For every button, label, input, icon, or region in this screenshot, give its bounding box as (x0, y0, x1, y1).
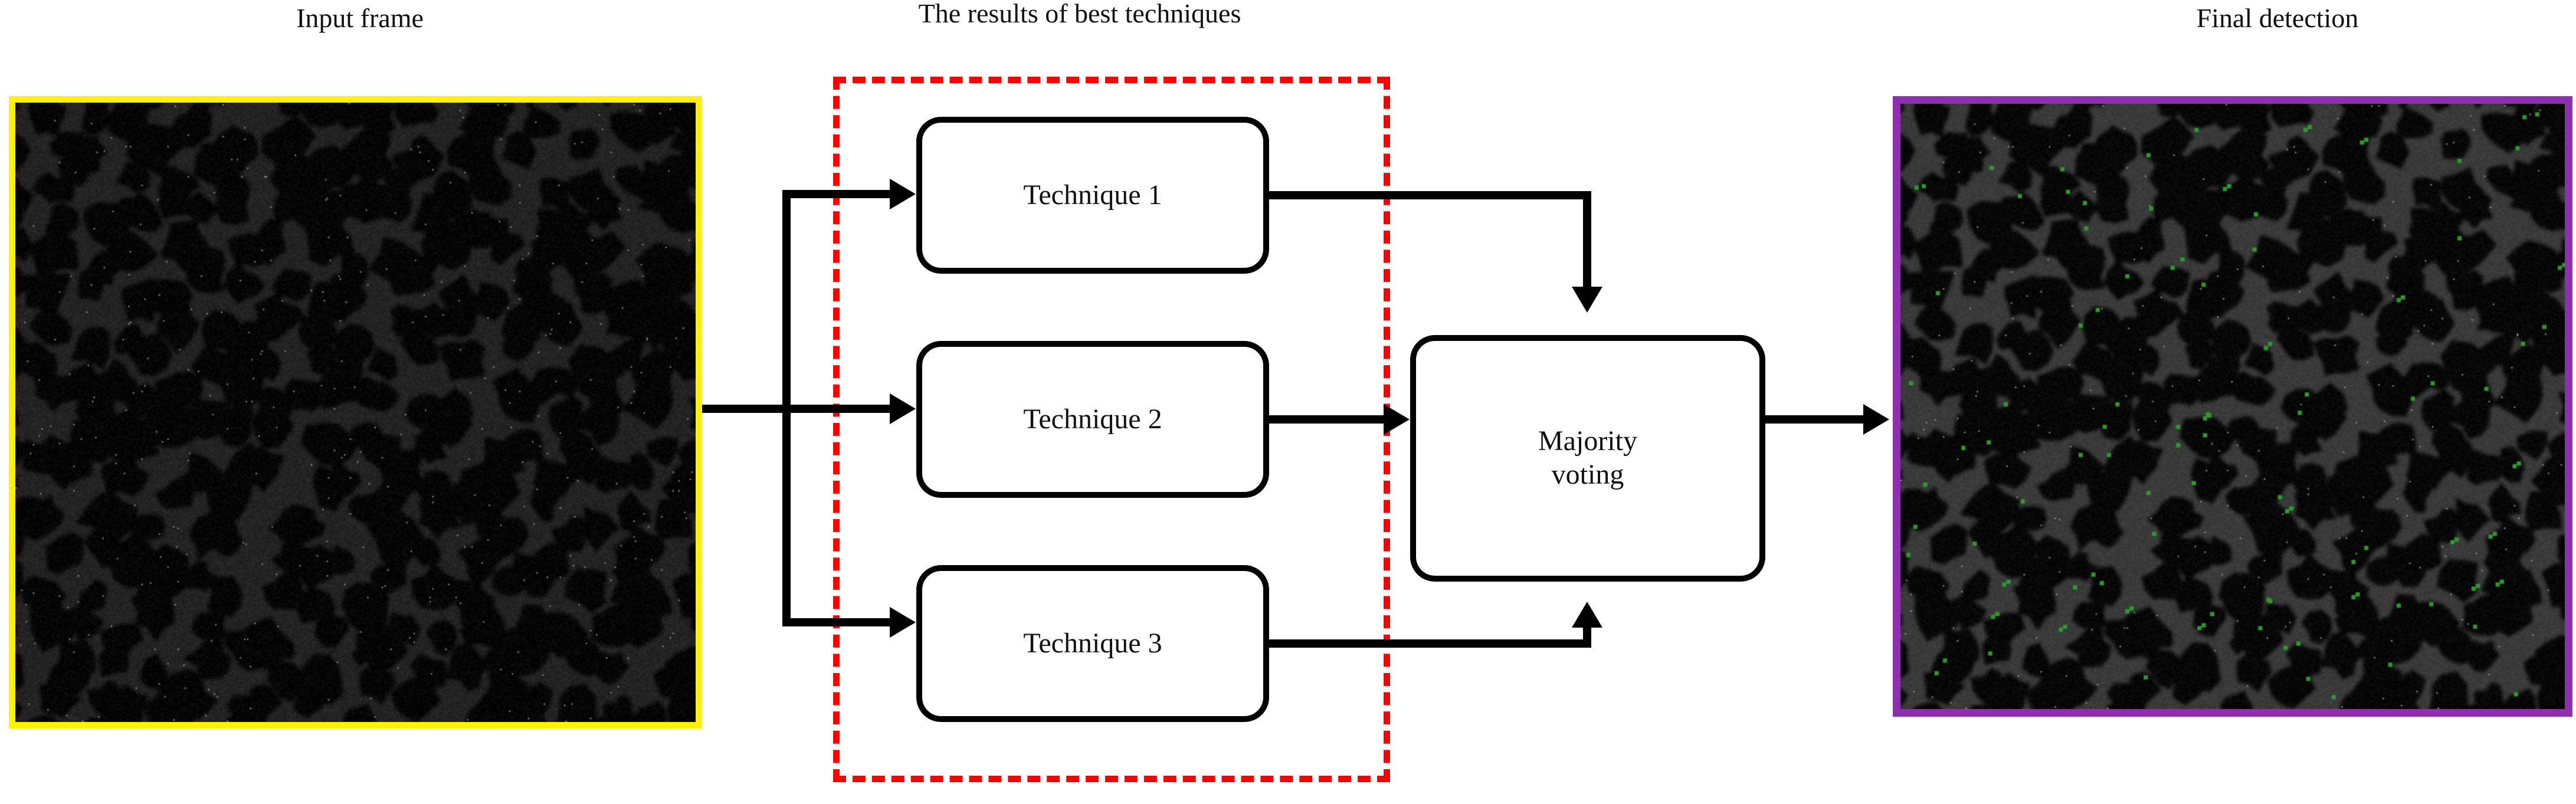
node-technique-3-label: Technique 3 (1023, 627, 1162, 659)
arrowhead-technique-3-in (890, 607, 916, 638)
input-frame-image (9, 96, 702, 728)
final-detection-caption: Final detection (2196, 3, 2359, 33)
node-majority-voting-label-line2: voting (1551, 459, 1624, 490)
input-frame-caption: Input frame (296, 3, 424, 33)
final-cells-texture (1900, 104, 2565, 709)
arrowhead-final-detection-in (1863, 404, 1889, 435)
arrowhead-majority-voting-top-in (1572, 287, 1602, 313)
best-techniques-caption: The results of best techniques (918, 0, 1241, 28)
connector-technique-1-out-h (1269, 191, 1591, 199)
node-technique-2[interactable]: Technique 2 (916, 341, 1269, 498)
arrowhead-technique-2-in (890, 393, 916, 424)
arrowhead-majority-voting-left-in (1384, 404, 1410, 435)
connector-technique-1-out-v (1583, 191, 1591, 289)
node-technique-1[interactable]: Technique 1 (916, 117, 1269, 274)
connector-majority-voting-to-output (1765, 415, 1863, 424)
arrowhead-technique-1-in (890, 179, 916, 209)
final-detection-image (1893, 96, 2572, 717)
node-majority-voting[interactable]: Majority voting (1410, 335, 1765, 582)
input-cells-texture (15, 103, 696, 722)
connector-technique-3-out-h (1269, 639, 1591, 648)
connector-bus-to-technique-3 (782, 618, 890, 626)
connector-technique-3-out-v (1583, 628, 1591, 648)
connector-bus-to-technique-1 (782, 190, 890, 198)
node-technique-3[interactable]: Technique 3 (916, 565, 1269, 722)
arrowhead-majority-voting-bottom-in (1572, 602, 1602, 628)
connector-input-to-bus (702, 405, 789, 413)
connector-bus-to-technique-2 (782, 405, 890, 413)
connector-technique-2-out-h (1269, 415, 1384, 424)
node-technique-1-label: Technique 1 (1023, 179, 1162, 211)
node-majority-voting-label-line1: Majority (1538, 425, 1637, 457)
node-technique-2-label: Technique 2 (1023, 403, 1162, 435)
